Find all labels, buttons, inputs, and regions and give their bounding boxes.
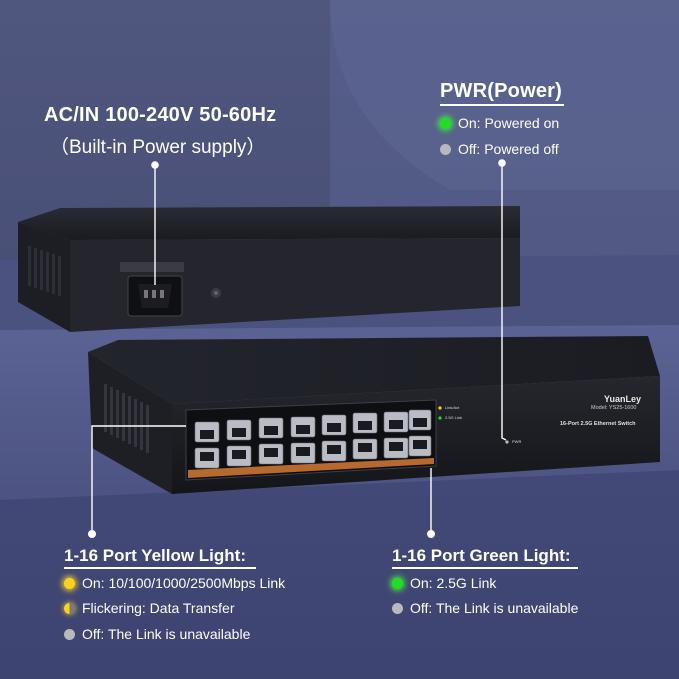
yellow-light-item-off-text: Off: The Link is unavailable (82, 626, 251, 642)
green-light-title-underline (392, 567, 578, 569)
yellow-light-item-flicker: Flickering: Data Transfer (64, 600, 235, 616)
yellow-led-icon (64, 577, 75, 589)
device-name: 16-Port 2.5G Ethernet Switch (560, 421, 636, 427)
yellow-light-item-on: On: 10/100/1000/2500Mbps Link (64, 575, 285, 591)
yellow-light-title: 1-16 Port Yellow Light: (64, 546, 246, 565)
device-model: Model: YS25-1600 (591, 405, 637, 411)
gray-led-icon (64, 628, 75, 640)
half-lit-led-icon (64, 602, 75, 614)
device-brand: YuanLey (604, 394, 642, 404)
yellow-light-item-flicker-text: Flickering: Data Transfer (82, 600, 235, 616)
leader-lines (91, 163, 507, 530)
power-input-title: AC/IN 100-240V 50-60Hz (44, 104, 277, 126)
green-light-item-on: On: 2.5G Link (392, 575, 496, 591)
pwr-item-on-text: On: Powered on (458, 115, 560, 131)
pwr-item-off-text: Off: Powered off (458, 141, 559, 157)
green-led-icon (440, 117, 451, 129)
pwr-item-on: On: Powered on (440, 115, 559, 131)
leader-dots (88, 159, 506, 538)
pwr-item-off: Off: Powered off (440, 141, 559, 157)
yellow-light-title-underline (64, 567, 256, 569)
green-light-item-off-text: Off: The Link is unavailable (410, 600, 579, 616)
pwr-title: PWR(Power) (440, 80, 562, 102)
green-led-icon (392, 577, 403, 589)
front-switch (88, 336, 660, 494)
power-input-subtitle: （Built-in Power supply） (50, 137, 266, 158)
green-light-item-on-text: On: 2.5G Link (410, 575, 497, 591)
green-light-item-off: Off: The Link is unavailable (392, 600, 578, 616)
yellow-light-item-on-text: On: 10/100/1000/2500Mbps Link (82, 575, 286, 591)
device-led-label-2-5g: 2.5G Link (445, 415, 463, 420)
green-light-title: 1-16 Port Green Light: (392, 546, 571, 565)
device-led-label-link-act: Link/Act (445, 405, 460, 410)
device-pwr-label: PWR (512, 439, 522, 444)
gray-led-icon (440, 143, 451, 155)
rear-switch (18, 206, 520, 332)
yellow-light-item-off: Off: The Link is unavailable (64, 626, 250, 642)
pwr-title-underline (440, 104, 564, 106)
gray-led-icon (392, 602, 403, 614)
